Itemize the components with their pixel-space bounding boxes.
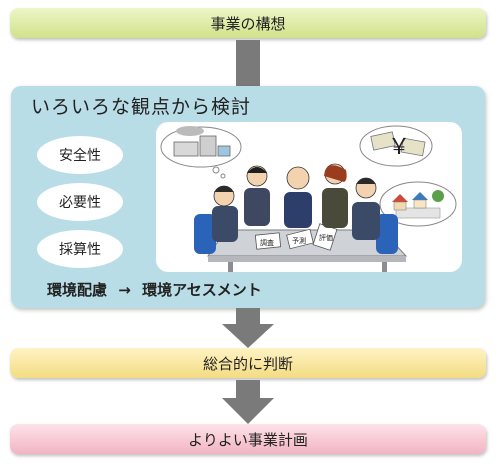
down-arrow-3 — [222, 380, 274, 424]
env-assessment-label: 環境アセスメント — [142, 281, 262, 299]
down-arrow-1 — [236, 40, 260, 86]
meeting-participants — [194, 163, 398, 254]
document-papers: 調査 予測 評価 — [254, 223, 338, 251]
meeting-scene: ￥ 調査 予測 — [160, 125, 457, 272]
panel-title: いろいろな観点から検討 — [31, 96, 252, 118]
paper-evaluation: 評価 — [319, 233, 333, 242]
paper-forecast: 予測 — [292, 236, 306, 245]
viewpoint-profitability-label: 採算性 — [59, 242, 101, 258]
down-arrow-2 — [222, 308, 274, 348]
review-panel: いろいろな観点から検討 安全性 必要性 採算性 — [11, 86, 485, 308]
step-overall-judgment: 総合的に判断 — [10, 348, 486, 378]
step-better-plan-label: よりよい事業計画 — [188, 430, 308, 449]
money-thought-bubble: ￥ — [359, 125, 433, 167]
step-business-concept-label: 事業の構想 — [210, 14, 286, 33]
yen-symbol: ￥ — [388, 135, 410, 160]
step-better-plan: よりよい事業計画 — [10, 424, 486, 454]
viewpoint-necessity-label: 必要性 — [59, 195, 101, 211]
paper-survey: 調査 — [260, 238, 274, 247]
meeting-illustration: ￥ 調査 予測 — [156, 122, 462, 272]
houses-thought-bubble — [379, 181, 457, 227]
factory-thought-bubble — [160, 126, 242, 179]
env-assessment-caption: 環境配慮 → 環境アセスメント — [47, 279, 262, 300]
step-overall-judgment-label: 総合的に判断 — [202, 354, 293, 373]
viewpoint-safety: 安全性 — [37, 136, 123, 174]
right-arrow-symbol: → — [118, 281, 131, 299]
viewpoint-necessity: 必要性 — [37, 183, 123, 221]
env-consideration-label: 環境配慮 — [47, 281, 108, 299]
viewpoint-profitability: 採算性 — [37, 230, 123, 268]
viewpoint-safety-label: 安全性 — [59, 148, 101, 164]
step-business-concept: 事業の構想 — [10, 8, 486, 38]
